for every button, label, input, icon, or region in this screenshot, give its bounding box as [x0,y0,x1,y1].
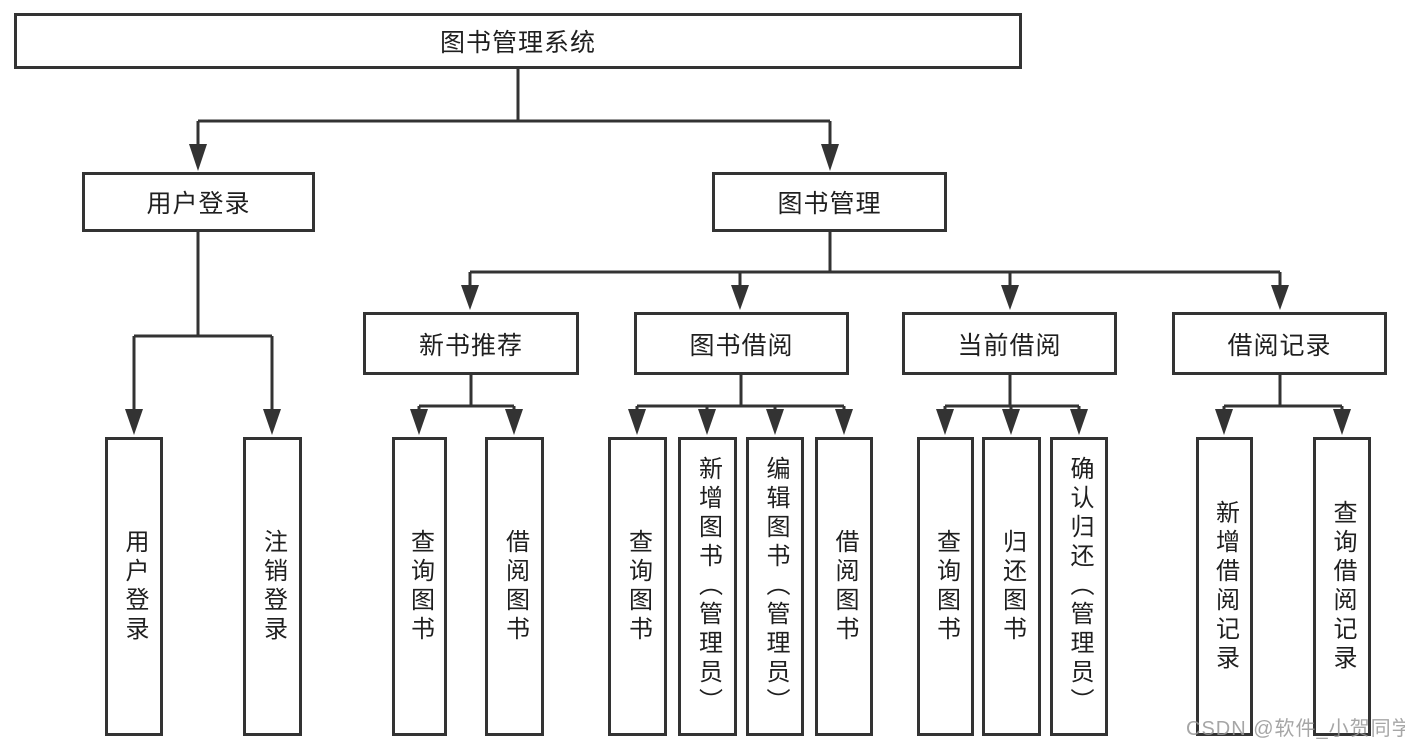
leaf-confirm-return-admin-label: 确认归还（管理员） [1066,456,1093,717]
node-new-book-recommend: 新书推荐 [363,312,579,375]
csdn-watermark: CSDN @软件_小贺同学 [1186,718,1405,740]
node-root-label: 图书管理系统 [439,29,596,57]
leaf-query-book-recommend: 查询图书 [392,437,447,736]
node-new-book-recommend-label: 新书推荐 [418,331,523,360]
node-borrow-records-label: 借阅记录 [1227,331,1332,360]
node-user-login-label: 用户登录 [146,190,251,218]
leaf-add-book-admin: 新增图书（管理员） [678,437,737,736]
node-root: 图书管理系统 [14,13,1022,69]
leaf-add-borrow-record: 新增借阅记录 [1196,437,1253,736]
node-current-borrow: 当前借阅 [902,312,1117,375]
leaf-borrow-book-recommend: 借阅图书 [485,437,544,736]
leaf-query-book-current-label: 查询图书 [932,528,960,645]
leaf-query-book-borrow: 查询图书 [608,437,667,736]
leaf-add-borrow-record-label: 新增借阅记录 [1211,499,1239,674]
leaf-edit-book-admin: 编辑图书（管理员） [746,437,804,736]
leaf-query-book-borrow-label: 查询图书 [624,528,652,645]
node-book-borrow-label: 图书借阅 [689,331,794,360]
node-book-management: 图书管理 [712,172,947,232]
leaf-logout-label: 注销登录 [259,528,287,645]
leaf-logout: 注销登录 [243,437,302,736]
node-current-borrow-label: 当前借阅 [957,331,1062,360]
leaf-query-book-recommend-label: 查询图书 [406,528,434,645]
node-book-management-label: 图书管理 [777,190,882,218]
leaf-confirm-return-admin: 确认归还（管理员） [1050,437,1108,736]
leaf-return-book-label: 归还图书 [998,528,1026,645]
leaf-return-book: 归还图书 [982,437,1041,736]
node-user-login: 用户登录 [82,172,315,232]
leaf-borrow-book-label: 借阅图书 [831,528,858,645]
leaf-add-book-admin-label: 新增图书（管理员） [694,456,722,717]
leaf-user-login-label: 用户登录 [121,528,148,645]
leaf-borrow-book-recommend-label: 借阅图书 [501,528,529,645]
node-book-borrow: 图书借阅 [634,312,849,375]
leaf-edit-book-admin-label: 编辑图书（管理员） [762,456,789,717]
leaf-user-login: 用户登录 [105,437,163,736]
leaf-query-borrow-record-label: 查询借阅记录 [1329,499,1356,674]
leaf-query-book-current: 查询图书 [917,437,974,736]
leaf-query-borrow-record: 查询借阅记录 [1313,437,1371,736]
leaf-borrow-book: 借阅图书 [815,437,873,736]
node-borrow-records: 借阅记录 [1172,312,1387,375]
